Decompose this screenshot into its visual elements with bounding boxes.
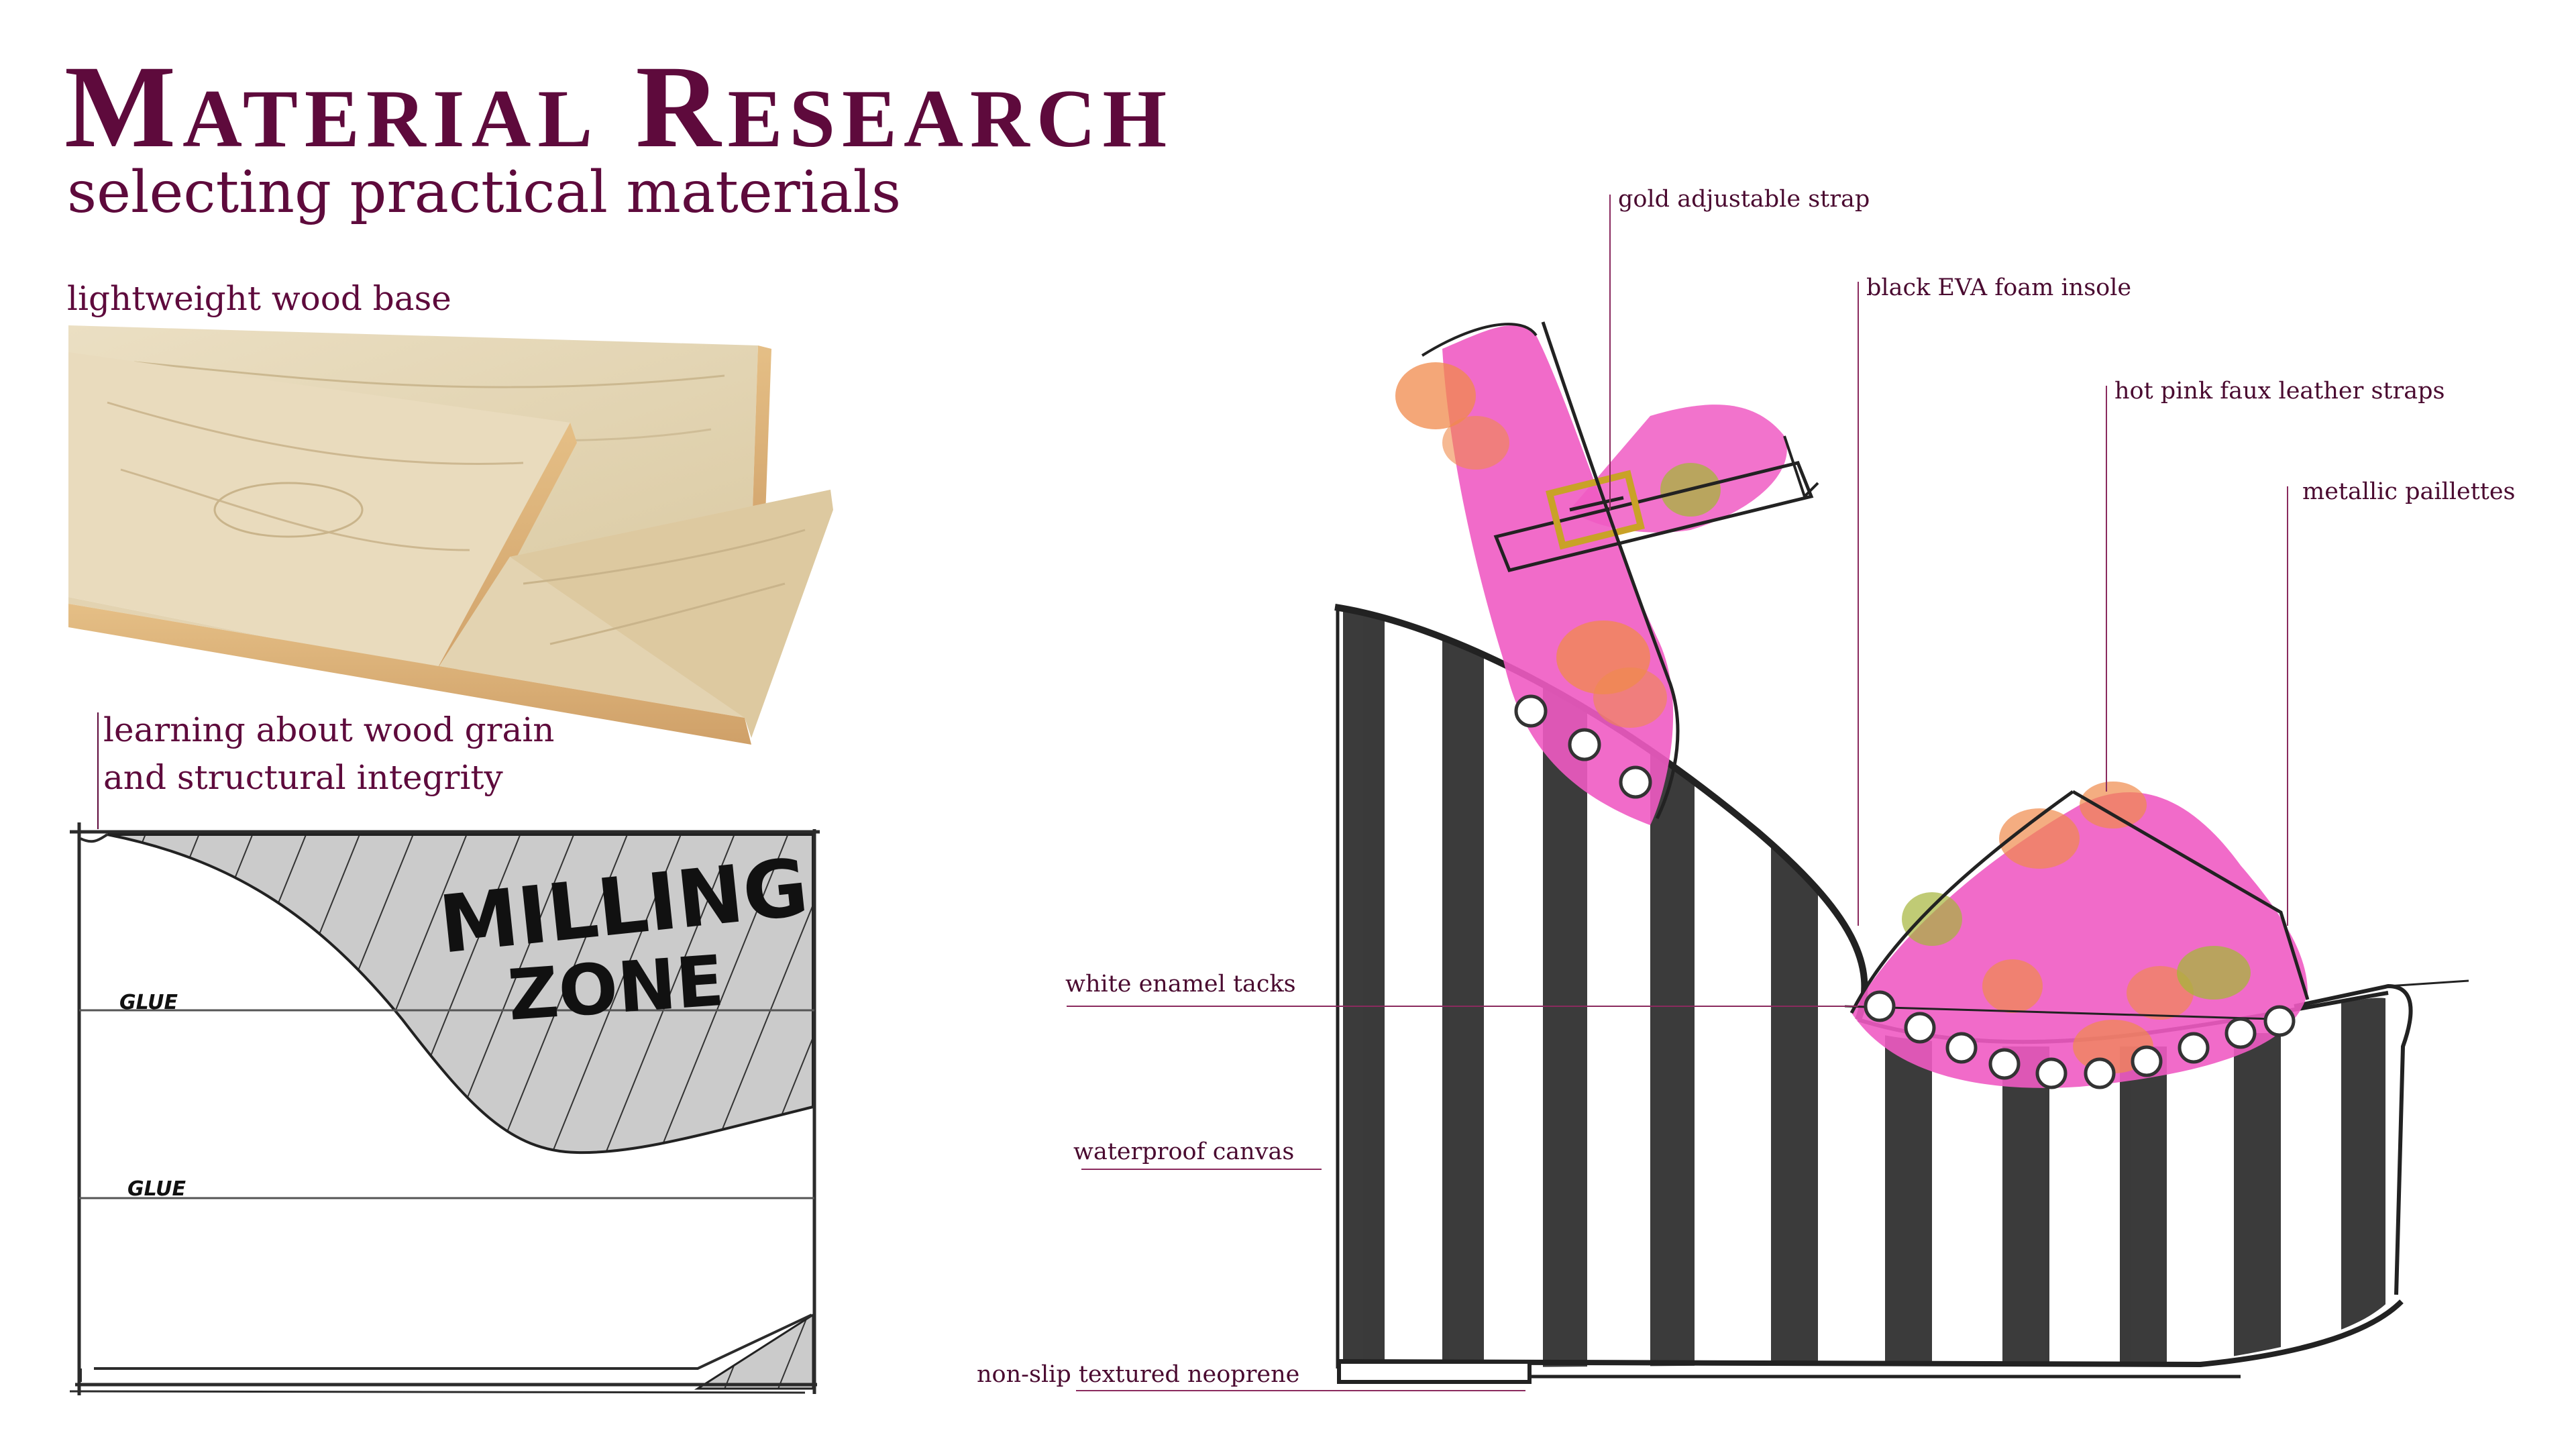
toe-strap-tacks xyxy=(1864,990,2296,1089)
glue-label-1: GLUE xyxy=(119,991,178,1014)
page-subtitle: selecting practical materials xyxy=(67,159,902,226)
tack xyxy=(1514,694,1548,728)
milling-zone-label-line2: ZONE xyxy=(505,940,727,1036)
callout-canvas: waterproof canvas xyxy=(1073,1138,1295,1165)
tack xyxy=(2131,1045,2163,1077)
tack xyxy=(1945,1032,1978,1064)
glue-label-2: GLUE xyxy=(127,1177,186,1201)
callout-sole: non-slip textured neoprene xyxy=(977,1361,1300,1388)
callout-paillettes: metallic paillettes xyxy=(2302,478,2516,505)
wood-plank-back xyxy=(68,325,771,577)
tack xyxy=(2263,1005,2296,1037)
wood-grain-note-line1: learning about wood grain xyxy=(103,710,555,749)
page-title: Material Research xyxy=(64,42,1174,172)
wood-plank-front xyxy=(68,490,833,745)
tack xyxy=(2224,1017,2257,1049)
tack xyxy=(2178,1032,2210,1064)
tack xyxy=(2035,1057,2068,1089)
wood-plank-middle xyxy=(68,352,577,691)
sole xyxy=(1337,1299,2404,1384)
tack xyxy=(1904,1012,1936,1044)
wood-base-label: lightweight wood base xyxy=(67,279,451,318)
tack xyxy=(1619,765,1652,799)
tack xyxy=(1568,728,1601,761)
ankle-strap-tacks xyxy=(1514,694,1652,799)
toe-strap xyxy=(1844,782,2310,1089)
tack xyxy=(2084,1057,2116,1089)
tack xyxy=(1864,990,1896,1022)
wedge-platform xyxy=(1334,604,2469,1368)
callout-tacks: white enamel tacks xyxy=(1065,971,1296,998)
ankle-strap xyxy=(1395,321,1819,825)
milling-zone-label-line1: MILLING xyxy=(435,841,813,971)
wood-grain-note-line2: and structural integrity xyxy=(103,758,503,797)
wood-block-outline xyxy=(69,822,820,1395)
milling-corner-area xyxy=(694,1313,814,1390)
callout-insole: black EVA foam insole xyxy=(1866,274,2132,301)
milling-zone-area xyxy=(107,833,814,1155)
callout-gold-strap: gold adjustable strap xyxy=(1618,186,1870,213)
callout-pink-straps: hot pink faux leather straps xyxy=(2114,378,2445,405)
tack xyxy=(1988,1048,2021,1080)
callout-leaders xyxy=(1067,195,2288,1391)
